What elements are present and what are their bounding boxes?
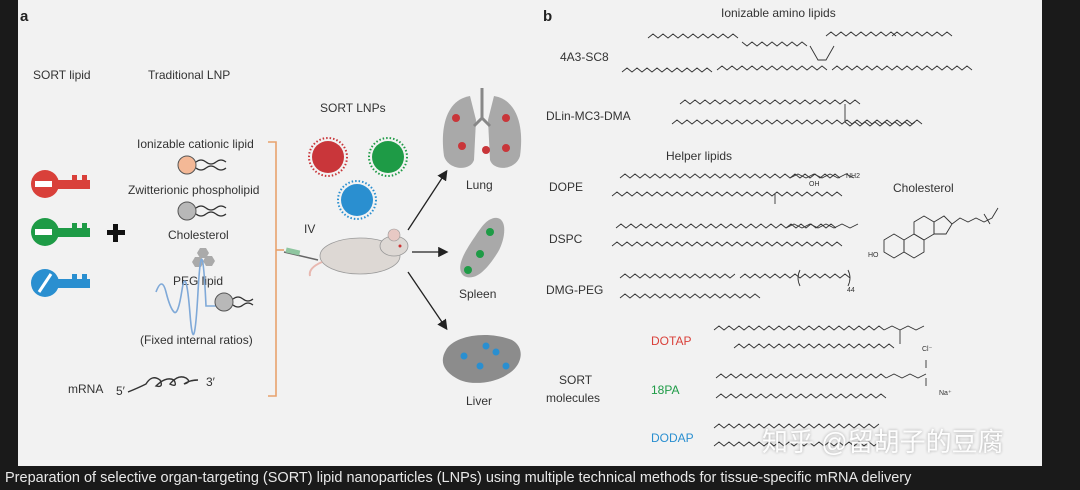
spleen-label: Spleen (459, 287, 497, 301)
zwitterionic-lipid-label: Zwitterionic phospholipid (128, 183, 260, 197)
iv-label: IV (304, 222, 316, 236)
dodap-label: DODAP (651, 431, 694, 445)
structure-18pa (715, 360, 927, 399)
lung-label: Lung (466, 178, 493, 192)
pa18-label: 18PA (651, 383, 680, 397)
peg-subscript: 44 (847, 287, 855, 294)
mrna-label: mRNA (68, 382, 104, 396)
structure-dmg-peg (619, 269, 851, 299)
cl-ion: Cl⁻ (922, 346, 933, 353)
caption-bar (0, 466, 1080, 490)
sort-lnps-label: SORT LNPs (320, 101, 386, 115)
helper-lipids-title: Helper lipids (666, 149, 733, 163)
sort-lipid-blue-icon (31, 269, 90, 297)
plus-icon (107, 224, 125, 242)
sort-lnp-green-sphere (368, 137, 408, 177)
structure-4a3-sc8 (621, 31, 973, 73)
structure-dotap (713, 325, 925, 349)
structure-dodap (713, 423, 880, 447)
figure-background (18, 0, 1042, 466)
fixed-ratios-label: (Fixed internal ratios) (140, 333, 253, 347)
mrna-3-prime: 3′ (206, 375, 215, 389)
mol-dspc-label: DSPC (549, 232, 583, 246)
mrna-strand-icon (127, 376, 199, 393)
oh-group: OH (809, 181, 820, 188)
arrow-to-lung (407, 169, 448, 231)
structure-dlin-mc3-dma (671, 99, 923, 127)
panel-b-letter: b (543, 8, 553, 25)
sort-lipid-green-icon (31, 218, 90, 246)
figure-caption: Preparation of selective organ-targeting… (5, 470, 912, 486)
watermark-text: 知乎 @留胡子的豆腐 (762, 427, 1004, 457)
zwitterionic-lipid-icon (177, 201, 227, 221)
ionizable-lipid-label: Ionizable cationic lipid (137, 137, 254, 151)
sort-lipid-red-icon (31, 170, 90, 198)
sort-molecules-label-2: molecules (546, 391, 601, 405)
ionizable-lipid-icon (177, 155, 227, 175)
sort-molecules-label-1: SORT (559, 373, 593, 387)
nh2-group: NH2 (846, 173, 861, 180)
ho-group: HO (868, 252, 879, 259)
structure-cholesterol (883, 207, 999, 259)
mol-dmg-peg-label: DMG-PEG (546, 283, 604, 297)
lung-icon (442, 88, 522, 168)
liver-icon (442, 335, 521, 383)
sort-lnp-red-sphere (308, 137, 348, 177)
arrow-to-liver (407, 271, 448, 331)
mrna-5-prime: 5′ (116, 384, 125, 398)
mouse-icon (283, 228, 409, 277)
sort-lnp-blue-sphere (337, 180, 377, 220)
sort-lipid-label: SORT lipid (33, 68, 91, 82)
ionizable-amino-lipids-title: Ionizable amino lipids (721, 6, 836, 20)
structure-dope (611, 173, 855, 204)
structure-dspc (611, 223, 859, 247)
panel-a-letter: a (20, 8, 29, 25)
liver-label: Liver (466, 394, 493, 408)
spleen-icon (460, 217, 505, 278)
dotap-label: DOTAP (651, 334, 692, 348)
cholesterol-label: Cholesterol (168, 228, 229, 242)
na-ion: Na⁺ (939, 390, 952, 397)
peg-lipid-icon (155, 258, 254, 336)
bracket-divider (268, 141, 277, 397)
mol-cholesterol-label: Cholesterol (893, 181, 954, 195)
traditional-lnp-label: Traditional LNP (148, 68, 231, 82)
mol-dope-label: DOPE (549, 180, 584, 194)
mol-4a3-sc8-label: 4A3-SC8 (560, 50, 609, 64)
mol-dlin-mc3-dma-label: DLin-MC3-DMA (546, 109, 631, 123)
